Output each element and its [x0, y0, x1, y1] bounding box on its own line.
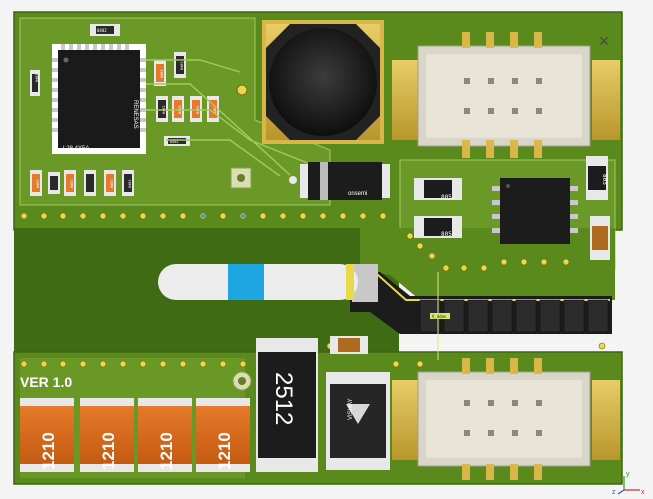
middle-small-cap [330, 336, 368, 354]
axis-y-label: y [626, 471, 630, 478]
via-row-bottom [20, 342, 606, 368]
resistor-2512-label: 2512 [270, 372, 297, 425]
small-cap-label: 0402 [110, 180, 114, 188]
mounting-pads [230, 84, 297, 391]
axis-x-label: x [641, 489, 645, 496]
inductor-805-group [414, 156, 608, 238]
small-cap-label: 0402 [128, 180, 132, 188]
power-inductor [262, 20, 384, 144]
cap-1210-label: 1210 [215, 432, 234, 470]
inductor-805-c-label: 805 [601, 174, 608, 185]
close-icon[interactable]: ✕ [598, 34, 610, 50]
right-cap [590, 216, 610, 260]
vishay-diode-label: VISHAY [348, 398, 354, 420]
small-cap-label: 0402 [160, 70, 164, 78]
inductor-805-a-label: 805 [441, 194, 452, 201]
small-cap-label: 0402 [170, 140, 178, 144]
small-cap-label: 0402 [35, 74, 39, 82]
main-ic [52, 44, 146, 154]
onsemi-diode [300, 162, 390, 200]
main-ic-part-label: L28.4X5A [63, 146, 89, 152]
via-row-top [20, 212, 570, 272]
small-cap-label: 0402 [213, 106, 217, 114]
cap-1210-label: 1210 [99, 432, 118, 470]
small-cap-label: 0402 [180, 62, 184, 70]
cap-1210-labels: 1210 1210 1210 1210 [39, 432, 234, 470]
small-cap-label: 0402 [36, 180, 40, 188]
cap-1210-group [20, 398, 250, 472]
cap-1210-label: 1210 [157, 432, 176, 470]
bottom-connector [392, 358, 620, 480]
right-ic [492, 178, 578, 244]
traces [146, 59, 331, 177]
flex-label: V_dden [432, 314, 447, 319]
main-ic-brand-label: RENESAS [132, 100, 138, 129]
inductor-805-b-label: 805 [441, 231, 452, 238]
axes-indicator [617, 476, 640, 495]
resistor-2512 [256, 338, 318, 472]
top-connector [392, 32, 620, 158]
cap-1210-label: 1210 [39, 432, 58, 470]
flex-tab [158, 264, 358, 300]
small-cap-label: 0402 [70, 180, 74, 188]
onsemi-diode-label: onsemi [348, 191, 367, 197]
version-label: VER 1.0 [20, 374, 72, 390]
via-blue-markers [201, 214, 245, 218]
small-top-chip [90, 24, 120, 36]
flex-cable [350, 264, 612, 360]
middle-right-board [360, 228, 615, 300]
vishay-diode [326, 372, 390, 470]
axis-z-label: z [612, 489, 616, 496]
small-component-group [30, 52, 219, 196]
small-top-chip-label: 0402 [97, 28, 107, 33]
